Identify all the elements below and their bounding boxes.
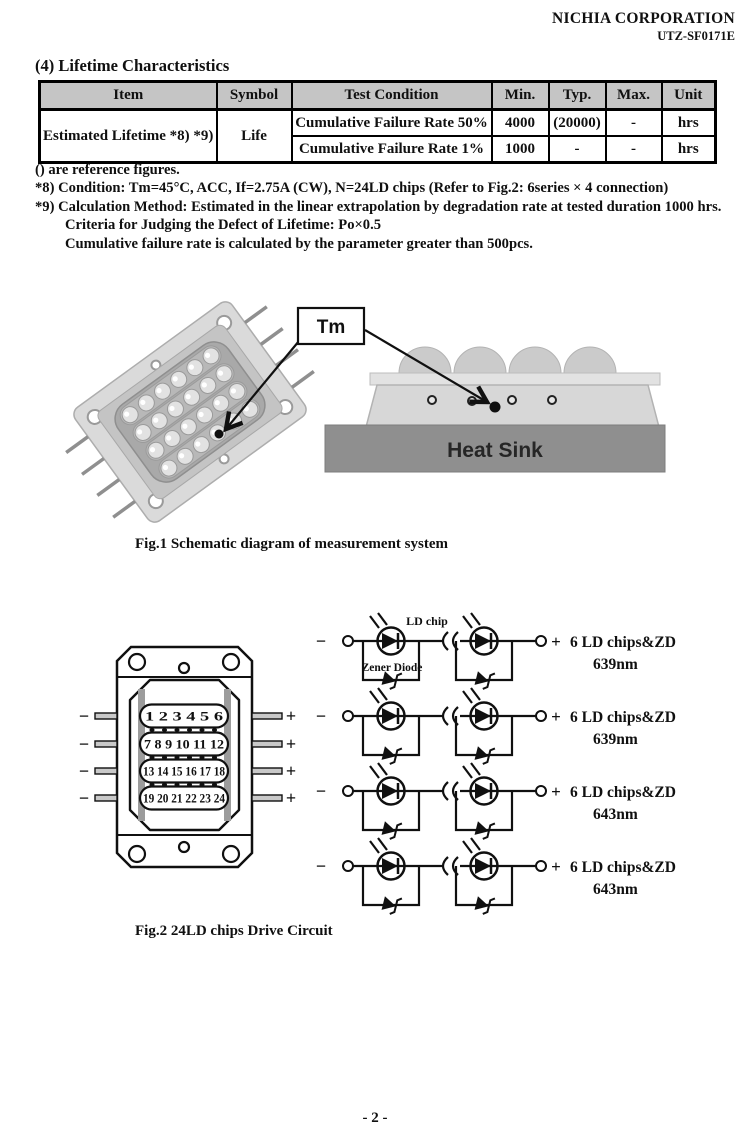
footnotes: () are reference figures. *8) Condition:… xyxy=(35,161,721,253)
col-header-max: Max. xyxy=(604,80,663,111)
col-header-typ: Typ. xyxy=(547,80,607,111)
zener-diode-label: Zener Diode xyxy=(362,662,423,674)
cell-condition-1: Cumulative Failure Rate 1% xyxy=(290,135,493,164)
circuit-label: 6 LD chips&ZD xyxy=(570,634,676,651)
chip-number-rows: 1 2 3 4 5 6 7 8 9 10 11 12 13 14 15 16 1… xyxy=(138,703,230,811)
tm-arrow-right xyxy=(364,329,491,405)
tm-label: Tm xyxy=(317,317,346,338)
note-line: Cumulative failure rate is calculated by… xyxy=(65,235,533,252)
cell-item: Estimated Lifetime *8) *9) xyxy=(38,108,218,164)
cell-unit-1: hrs xyxy=(660,135,717,164)
circuit-wavelength: 639nm xyxy=(593,731,638,748)
lead-minus: − xyxy=(79,788,89,808)
chip-row-3: 13 14 15 16 17 18 xyxy=(143,765,225,779)
cell-min-50: 4000 xyxy=(490,108,550,137)
circuit-plus: + xyxy=(551,707,561,726)
lead-plus: + xyxy=(286,734,296,754)
cell-symbol: Life xyxy=(215,108,293,164)
lead-minus: − xyxy=(79,734,89,754)
note-line: *9) Calculation Method: Estimated in the… xyxy=(35,198,722,215)
document-number: UTZ-SF0171E xyxy=(657,29,735,43)
fig1-heatsink-assembly: Heat Sink xyxy=(324,346,666,473)
ld-chip-label: LD chip xyxy=(406,614,448,628)
col-header-item: Item xyxy=(38,80,218,111)
col-header-test-condition: Test Condition xyxy=(290,80,493,111)
circuit-plus: + xyxy=(551,632,561,651)
col-header-unit: Unit xyxy=(660,80,717,111)
lead-minus: − xyxy=(79,706,89,726)
chip-row-4: 19 20 21 22 23 24 xyxy=(143,792,226,806)
table-row: Cumulative Failure Rate 1% 1000 - - hrs xyxy=(40,135,717,164)
table-row: Estimated Lifetime *8) *9) Life Cumulati… xyxy=(38,108,717,164)
section-title: (4) Lifetime Characteristics xyxy=(35,56,230,75)
col-header-min: Min. xyxy=(490,80,550,111)
chip-row-2: 7 8 9 10 11 12 xyxy=(144,738,224,752)
package-holes xyxy=(127,652,241,864)
circuit-label: 6 LD chips&ZD xyxy=(570,859,676,876)
fig2-drive-circuit-diagram: 1 2 3 4 5 6 7 8 9 10 11 12 13 14 15 16 1… xyxy=(79,611,676,918)
cell-max-1: - xyxy=(604,135,663,164)
circuit-minus: − xyxy=(316,631,326,651)
heat-sink xyxy=(324,424,666,473)
tm-arrow-left xyxy=(223,340,300,433)
circuit-plus: + xyxy=(551,782,561,801)
fig1-led-package-3d xyxy=(65,301,315,523)
circuit-wavelength: 643nm xyxy=(593,881,638,898)
cell-condition-50: Cumulative Failure Rate 50% xyxy=(290,108,493,137)
tm-point-left xyxy=(214,429,224,439)
lead-plus: + xyxy=(286,788,296,808)
cell-unit-50: hrs xyxy=(660,108,717,137)
fig2-package-front-view: 1 2 3 4 5 6 7 8 9 10 11 12 13 14 15 16 1… xyxy=(79,645,296,869)
page-number: - 2 - xyxy=(362,1110,388,1126)
cell-min-1: 1000 xyxy=(490,135,550,164)
company-name: NICHIA CORPORATION xyxy=(552,10,735,27)
lead-minus: − xyxy=(79,761,89,781)
circuit-minus: − xyxy=(316,856,326,876)
tm-point-right xyxy=(489,401,501,413)
col-header-symbol: Symbol xyxy=(215,80,293,111)
note-line: () are reference figures. xyxy=(35,162,180,178)
cell-max-50: - xyxy=(604,108,663,137)
circuit-wavelength: 643nm xyxy=(593,806,638,823)
cell-typ-50: (20000) xyxy=(547,108,607,137)
circuit-minus: − xyxy=(316,781,326,801)
lifetime-characteristics-table: Item Symbol Test Condition Min. Typ. Max… xyxy=(38,80,717,164)
chip-row-1: 1 2 3 4 5 6 xyxy=(145,710,223,724)
drive-circuit-rows: LD chip Zener Diode − + 6 LD chips&ZD 63… xyxy=(316,611,676,918)
note-line: *8) Condition: Tm=45°C, ACC, If=2.75A (C… xyxy=(35,180,669,197)
circuit-minus: − xyxy=(316,706,326,726)
circuit-plus: + xyxy=(551,857,561,876)
fig1-measurement-diagram: Heat Sink Tm xyxy=(65,301,666,523)
circuit-label: 6 LD chips&ZD xyxy=(570,784,676,801)
package-leads xyxy=(94,712,283,802)
circuit-wavelength: 639nm xyxy=(593,656,638,673)
lead-plus: + xyxy=(286,706,296,726)
table-header-row: Item Symbol Test Condition Min. Typ. Max… xyxy=(38,80,717,111)
fig1-caption: Fig.1 Schematic diagram of measurement s… xyxy=(135,536,448,552)
note-line: Criteria for Judging the Defect of Lifet… xyxy=(65,217,382,234)
page-header: NICHIA CORPORATION UTZ-SF0171E xyxy=(552,10,735,44)
cell-typ-1: - xyxy=(547,135,607,164)
circuit-label: 6 LD chips&ZD xyxy=(570,709,676,726)
fig2-caption: Fig.2 24LD chips Drive Circuit xyxy=(135,923,333,939)
tm-callout-box xyxy=(296,306,366,346)
lead-plus: + xyxy=(286,761,296,781)
heat-sink-label: Heat Sink xyxy=(447,439,543,462)
